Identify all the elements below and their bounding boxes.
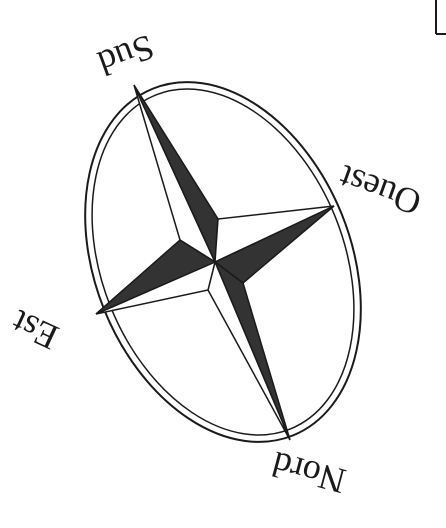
star-arm-south-dark (134, 85, 218, 262)
star-arm-north-light (208, 262, 290, 440)
compass-star (96, 85, 334, 440)
label-est: Est (6, 302, 65, 358)
label-nord: Nord (268, 444, 350, 502)
corner-frame-fragment (436, 0, 446, 34)
label-ouest: Ouest (334, 157, 427, 223)
label-sud: Sud (93, 27, 159, 84)
